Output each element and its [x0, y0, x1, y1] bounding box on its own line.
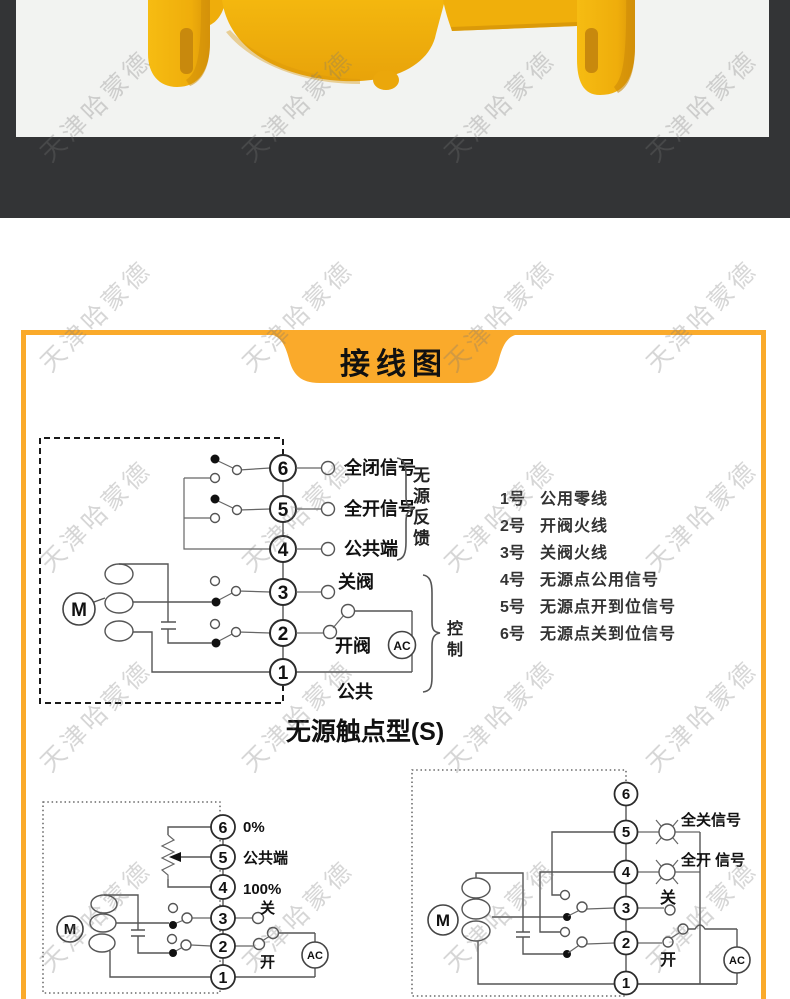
- terminal-1: 1: [278, 663, 289, 684]
- terminal-5: 5: [219, 850, 228, 867]
- t4-label: 100%: [243, 881, 281, 898]
- lamp-close-signal: [655, 819, 679, 845]
- wiring-banner: 接线图: [268, 334, 520, 383]
- terminal-4: 4: [219, 880, 228, 897]
- banner-tab-shape: [268, 334, 520, 383]
- motor-symbol: [427, 904, 459, 936]
- t5-label: 公共端: [243, 849, 288, 867]
- valve-drain-nub: [373, 70, 399, 90]
- terminal-3: 3: [219, 911, 228, 928]
- terminal-1: 1: [219, 970, 228, 987]
- terminal-2: 2: [622, 935, 630, 952]
- lamp-open-signal: [655, 859, 679, 885]
- t4-label: 公共端: [344, 539, 398, 559]
- feedback-brace: [396, 457, 415, 561]
- ac-label: AC: [393, 639, 411, 653]
- legend-row: 1号公用零线: [500, 491, 609, 508]
- legend-row: 5号无源点开到位信号: [500, 599, 677, 616]
- legend-row: 2号开阀火线: [500, 518, 609, 535]
- t3-label: 关阀: [338, 571, 374, 592]
- valve-image: [148, 0, 635, 95]
- t6-label: 全闭信号: [343, 457, 416, 478]
- terminal-6: 6: [278, 459, 289, 480]
- terminal-6: 6: [622, 786, 630, 803]
- terminal-6: 6: [219, 820, 228, 837]
- terminal-4: 4: [622, 864, 631, 881]
- legend-row: 3号关阀火线: [500, 545, 609, 562]
- terminal-5: 5: [622, 824, 630, 841]
- terminal-1: 1: [622, 975, 630, 992]
- product-photo: [16, 0, 769, 137]
- ac-label: AC: [729, 955, 745, 967]
- panel-title: 接线图: [340, 348, 448, 381]
- terminal-column: 6 5 4 3 2 1: [269, 454, 297, 686]
- motor-label: M: [71, 600, 87, 621]
- terminal-4: 4: [278, 540, 289, 561]
- t6-label: 0%: [243, 819, 265, 836]
- t3-label: 关: [260, 899, 275, 917]
- motor-symbol: [56, 915, 84, 943]
- terminal-2: 2: [219, 939, 228, 956]
- t2-label: 开: [660, 951, 676, 969]
- motor-label: M: [64, 921, 77, 938]
- valve-left-flange: [148, 0, 210, 87]
- motor-symbol: [62, 592, 96, 626]
- ac-label: AC: [307, 950, 323, 962]
- t5-label: 全开信号: [343, 498, 416, 519]
- control-brace: [422, 574, 441, 693]
- diagram-caption: 无源触点型(S): [286, 718, 444, 746]
- t2-label: 开: [260, 954, 275, 971]
- t1-label: 公共: [337, 682, 373, 702]
- potentiometer-wiring-diagram: M AC 6 5 4 3 2 1: [42, 801, 329, 994]
- valve-right-arm: [443, 0, 577, 31]
- terminal-5: 5: [278, 500, 289, 521]
- terminal-legend: 1号公用零线 2号开阀火线 3号关阀火线 4号无源点公用信号 5号无源点开到位信…: [500, 486, 676, 648]
- t3-label: 关: [660, 888, 676, 907]
- legend-row: 6号无源点关到位信号: [500, 626, 677, 643]
- terminal-3: 3: [622, 900, 630, 917]
- lamp-wiring-diagram: M A: [411, 769, 751, 997]
- terminal-2: 2: [278, 624, 289, 645]
- motor-label: M: [436, 911, 450, 930]
- ac-source-symbol: [723, 946, 751, 974]
- terminal-3: 3: [278, 583, 289, 604]
- terminal-column: 6 5 4 3 2 1: [613, 781, 639, 996]
- hero-dark-band: [0, 0, 790, 218]
- valve-body: [222, 0, 445, 82]
- t5-label: 全关信号: [680, 811, 741, 829]
- control-bracket-label: 控制: [444, 620, 461, 662]
- ac-source-symbol: [301, 941, 329, 969]
- main-wiring-diagram: M 6 5 4 3 2 1 AC 全闭信号 全开信号 公共端 关阀: [39, 437, 444, 746]
- feedback-bracket-label: 无源反馈: [410, 466, 429, 550]
- t4-label: 全开 信号: [680, 851, 745, 869]
- wiring-panel: [21, 330, 766, 999]
- terminal-column: 6 5 4 3 2 1: [210, 814, 236, 990]
- ac-source-symbol: [387, 630, 417, 660]
- t2-label: 开阀: [335, 635, 371, 656]
- legend-row: 4号无源点公用信号: [500, 572, 660, 589]
